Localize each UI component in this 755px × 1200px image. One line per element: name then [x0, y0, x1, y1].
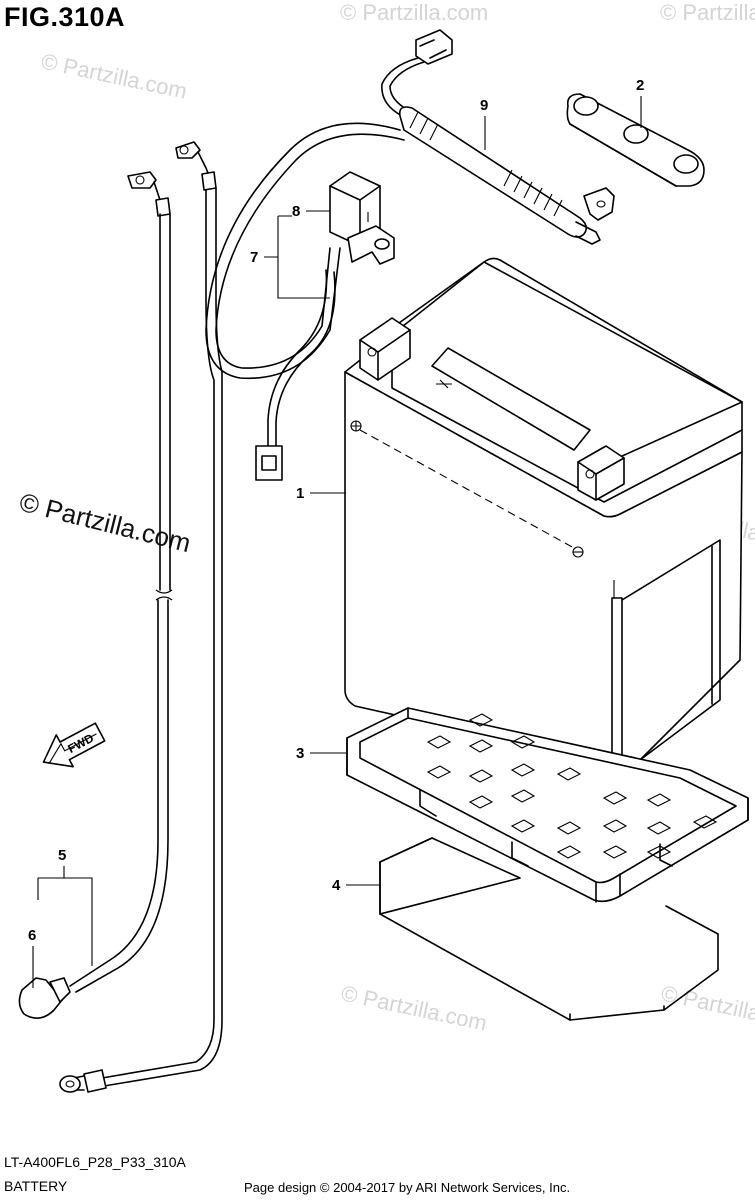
holder-band	[566, 93, 705, 187]
callouts: 1 2 3 4 5 6 7 8 9	[28, 77, 644, 988]
battery-tray	[346, 707, 749, 903]
callout-4: 4	[332, 877, 341, 894]
watermark: © Partzilla.com	[339, 980, 489, 1035]
battery-pad	[379, 837, 719, 1021]
battery	[344, 257, 743, 767]
callout-1: 1	[296, 485, 304, 502]
figure-title: FIG.310A	[4, 2, 126, 32]
positive-lead	[59, 141, 223, 1093]
callout-9: 9	[480, 97, 488, 114]
callout-5: 5	[58, 847, 66, 864]
negative-lead	[18, 171, 173, 1019]
callout-6: 6	[28, 927, 36, 944]
watermark: © Partzilla.com	[340, 0, 488, 25]
model-code: LT-A400FL6_P28_P33_310A	[4, 1154, 186, 1170]
watermark: © Partzilla.com	[659, 980, 755, 1035]
fuse-harness	[205, 122, 405, 481]
sensor-lead	[381, 29, 615, 245]
section-name: BATTERY	[4, 1178, 68, 1194]
tray-slots	[426, 713, 718, 859]
callout-3: 3	[296, 745, 304, 762]
callout-7: 7	[250, 249, 258, 266]
watermark: © Partzilla.com	[660, 0, 755, 25]
watermark: © Partzilla.com	[39, 48, 189, 103]
fwd-arrow: FWD	[42, 722, 106, 768]
callout-8: 8	[292, 203, 300, 220]
copyright-credit: Page design © 2004-2017 by ARI Network S…	[244, 1180, 571, 1195]
callout-2: 2	[636, 77, 644, 94]
watermark-main: © Partzilla.com	[17, 487, 194, 558]
